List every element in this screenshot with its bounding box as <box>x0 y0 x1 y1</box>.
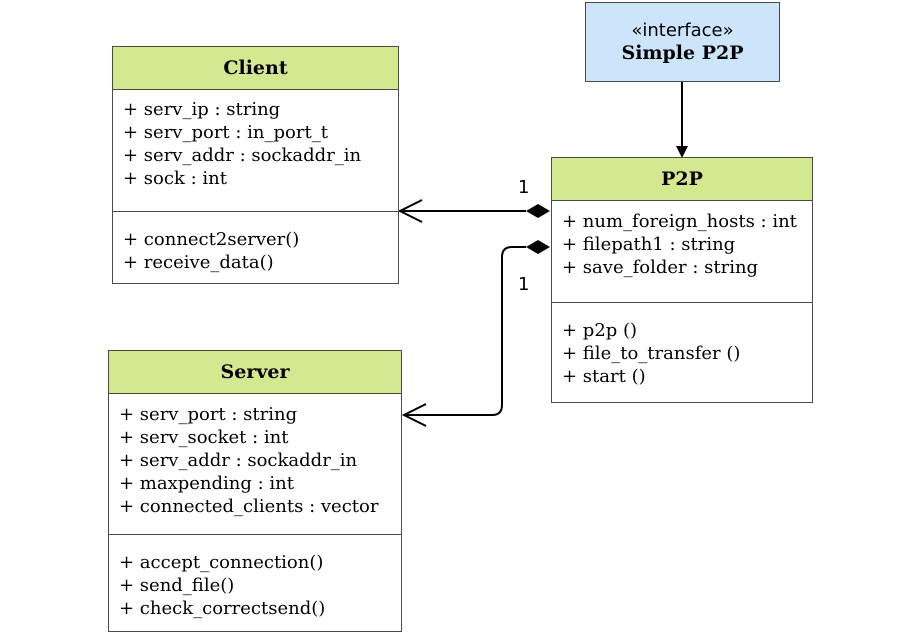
class-server-header: Server <box>109 351 401 394</box>
class-server-methods: + accept_connection() + send_file() + ch… <box>109 535 401 626</box>
class-p2p-name: P2P <box>661 168 703 190</box>
attribute: + serv_addr : sockaddr_in <box>123 145 362 166</box>
attribute: + maxpending : int <box>119 473 295 494</box>
attribute: + filepath1 : string <box>562 234 736 255</box>
class-server-name: Server <box>220 361 290 383</box>
method: + receive_data() <box>123 252 274 273</box>
attribute: + sock : int <box>123 168 227 189</box>
class-client-header: Client <box>113 47 398 90</box>
class-client-attributes: + serv_ip : string + serv_port : in_port… <box>113 90 398 212</box>
attribute: + serv_ip : string <box>123 99 281 120</box>
method: + check_correctsend() <box>119 598 326 619</box>
attribute: + connected_clients : vector <box>119 496 379 517</box>
attribute: + serv_port : string <box>119 404 298 425</box>
attribute: + serv_socket : int <box>119 427 289 448</box>
attribute: + serv_port : in_port_t <box>123 122 328 143</box>
attribute: + num_foreign_hosts : int <box>562 211 797 232</box>
interface-stereotype: «interface» <box>631 20 734 41</box>
p2p-server-diamond <box>526 240 550 254</box>
method: + send_file() <box>119 575 235 596</box>
client-open-arrowhead <box>397 199 423 223</box>
multiplicity-client: 1 <box>518 177 530 198</box>
class-p2p-methods: + p2p () + file_to_transfer () + start (… <box>552 303 812 394</box>
method: + accept_connection() <box>119 552 324 573</box>
class-client[interactable]: Client + serv_ip : string + serv_port : … <box>112 46 399 284</box>
interface-simple-p2p[interactable]: «interface» Simple P2P <box>585 2 780 82</box>
class-client-name: Client <box>223 57 288 79</box>
multiplicity-server: 1 <box>518 274 530 295</box>
p2p-server-composition-line <box>404 246 526 416</box>
method: + start () <box>562 366 646 387</box>
class-p2p[interactable]: P2P + num_foreign_hosts : int + filepath… <box>551 157 813 403</box>
p2p-client-diamond <box>526 204 550 218</box>
method: + connect2server() <box>123 229 300 250</box>
class-server-attributes: + serv_port : string + serv_socket : int… <box>109 394 401 535</box>
class-p2p-attributes: + num_foreign_hosts : int + filepath1 : … <box>552 201 812 303</box>
class-p2p-header: P2P <box>552 158 812 201</box>
method: + p2p () <box>562 320 638 341</box>
server-open-arrowhead <box>401 403 427 427</box>
method: + file_to_transfer () <box>562 343 741 364</box>
interface-name: Simple P2P <box>621 42 744 64</box>
attribute: + save_folder : string <box>562 257 759 278</box>
interface-to-p2p-arrowhead <box>676 146 688 158</box>
attribute: + serv_addr : sockaddr_in <box>119 450 358 471</box>
class-client-methods: + connect2server() + receive_data() <box>113 212 398 280</box>
class-server[interactable]: Server + serv_port : string + serv_socke… <box>108 350 402 632</box>
